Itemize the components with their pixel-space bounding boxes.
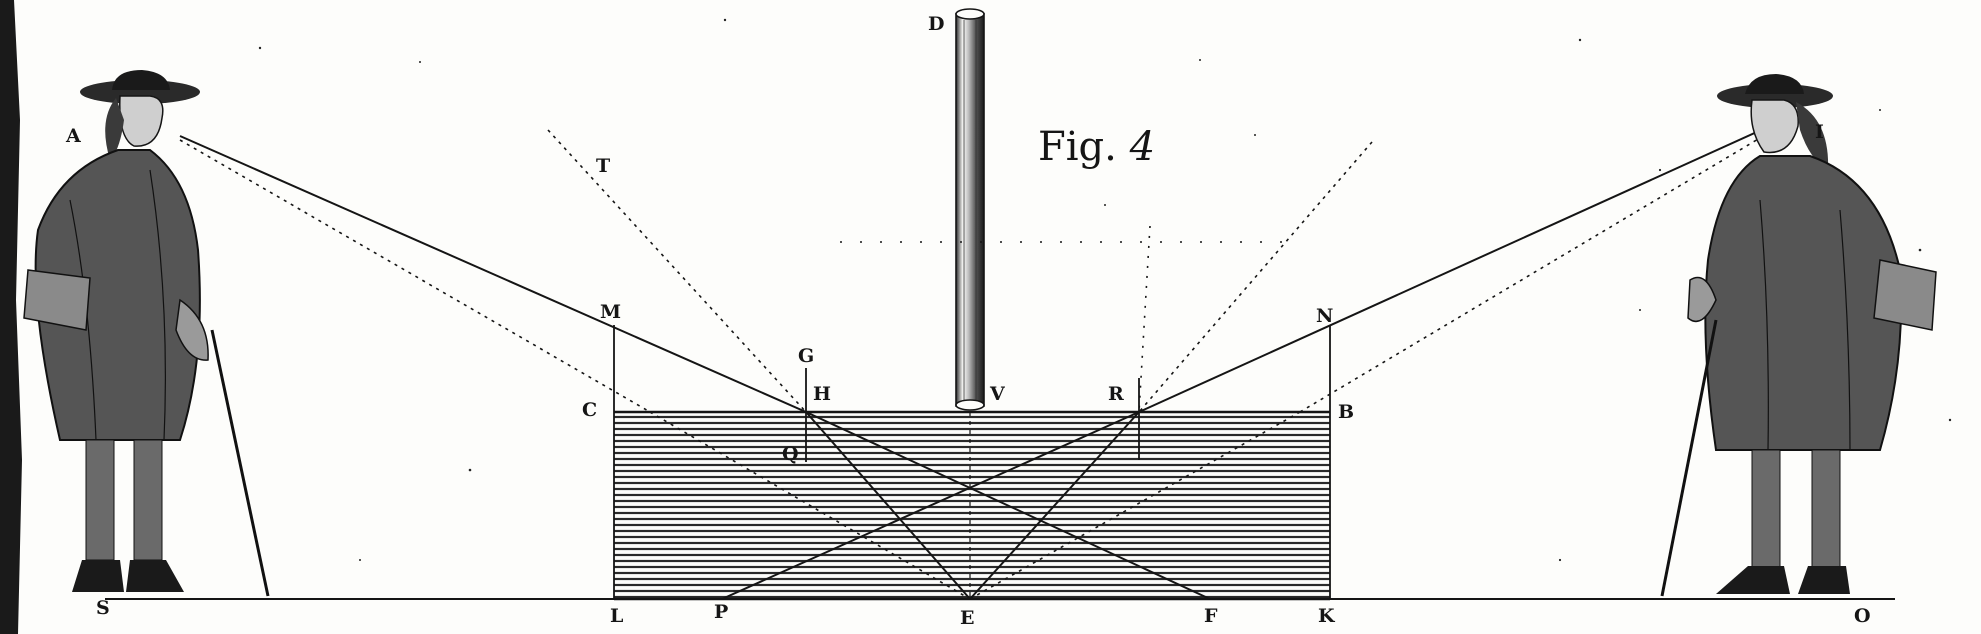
label-k: K: [1318, 605, 1336, 627]
label-m: M: [600, 301, 621, 323]
label-a: A: [65, 125, 81, 147]
label-c: C: [582, 399, 597, 421]
figure-number: 4: [1129, 124, 1155, 170]
figure-title-word: Fig.: [1038, 124, 1117, 170]
label-s: S: [96, 597, 110, 619]
label-p: P: [714, 601, 728, 623]
label-v: V: [989, 383, 1006, 405]
label-t: T: [596, 155, 610, 177]
label-r: R: [1108, 383, 1124, 405]
label-b: B: [1338, 401, 1354, 423]
left-observer: [23, 70, 270, 597]
label-n: N: [1316, 305, 1333, 327]
label-o: O: [1854, 605, 1871, 627]
rod-dv: [955, 8, 985, 411]
label-h: H: [813, 383, 831, 405]
dotted-rays: [179, 129, 1771, 600]
label-q: Q: [782, 443, 799, 465]
label-e: E: [960, 607, 974, 629]
paper-specks: [258, 18, 1952, 562]
figure-title: Fig. 4: [1038, 124, 1155, 170]
label-g: G: [798, 345, 814, 367]
water-body: [614, 412, 1330, 599]
label-d: D: [928, 13, 944, 35]
right-observer: [1660, 74, 1937, 597]
plate-edge: [0, 0, 22, 634]
solid-rays: [179, 125, 1771, 600]
label-f: F: [1204, 605, 1218, 627]
label-i: I: [1815, 121, 1824, 143]
label-l: L: [610, 605, 623, 627]
